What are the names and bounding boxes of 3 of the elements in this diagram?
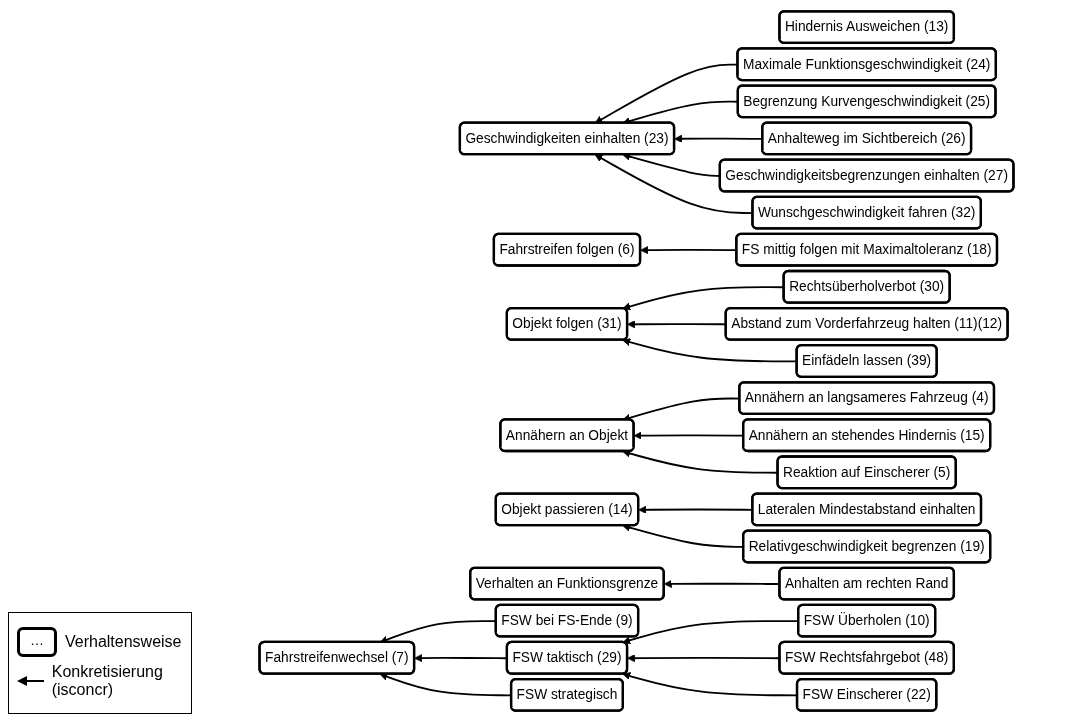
ellipsis-text: …	[30, 632, 44, 648]
legend-text: Konkretisierung (isconcr)	[51, 663, 164, 699]
legend-text: Verhaltensweise	[65, 633, 182, 651]
